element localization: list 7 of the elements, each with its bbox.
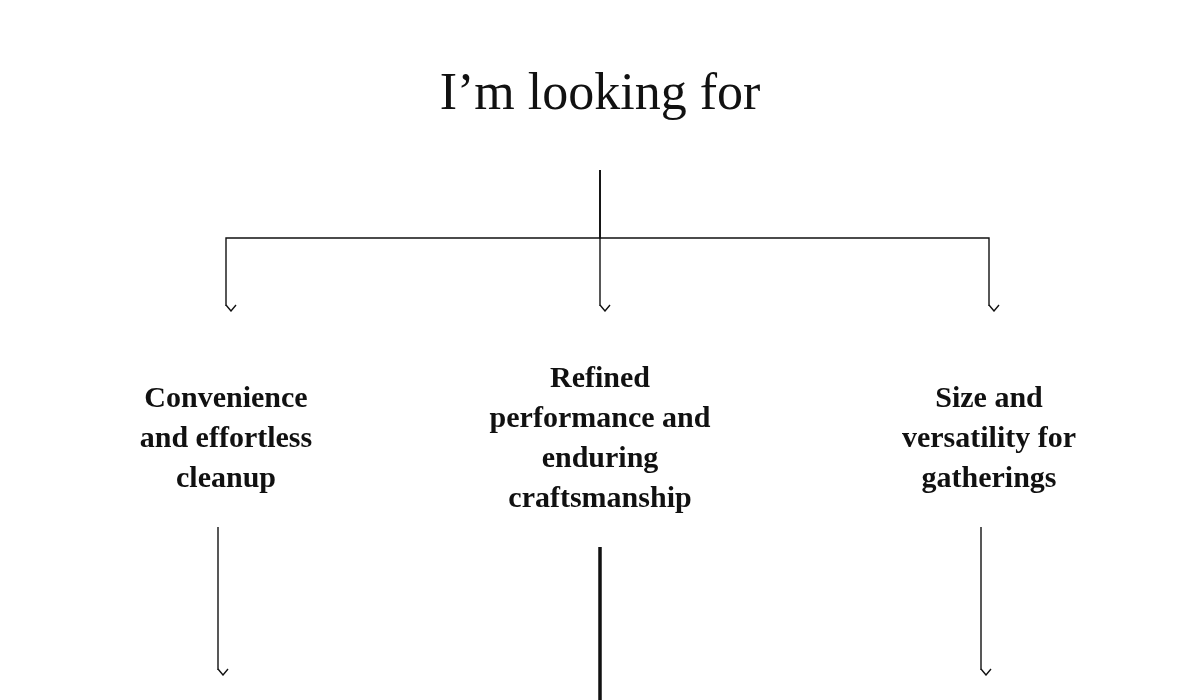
heading-text: I’m looking for	[439, 62, 761, 122]
arrow	[217, 526, 229, 676]
option-text: Convenience and effortless cleanup	[138, 379, 314, 495]
arrow	[980, 526, 992, 676]
option-text: Refined performance and enduring craftsmanship	[488, 359, 712, 515]
option-text: Size and versatility for gatherings	[900, 379, 1078, 495]
arrow	[599, 169, 1000, 312]
